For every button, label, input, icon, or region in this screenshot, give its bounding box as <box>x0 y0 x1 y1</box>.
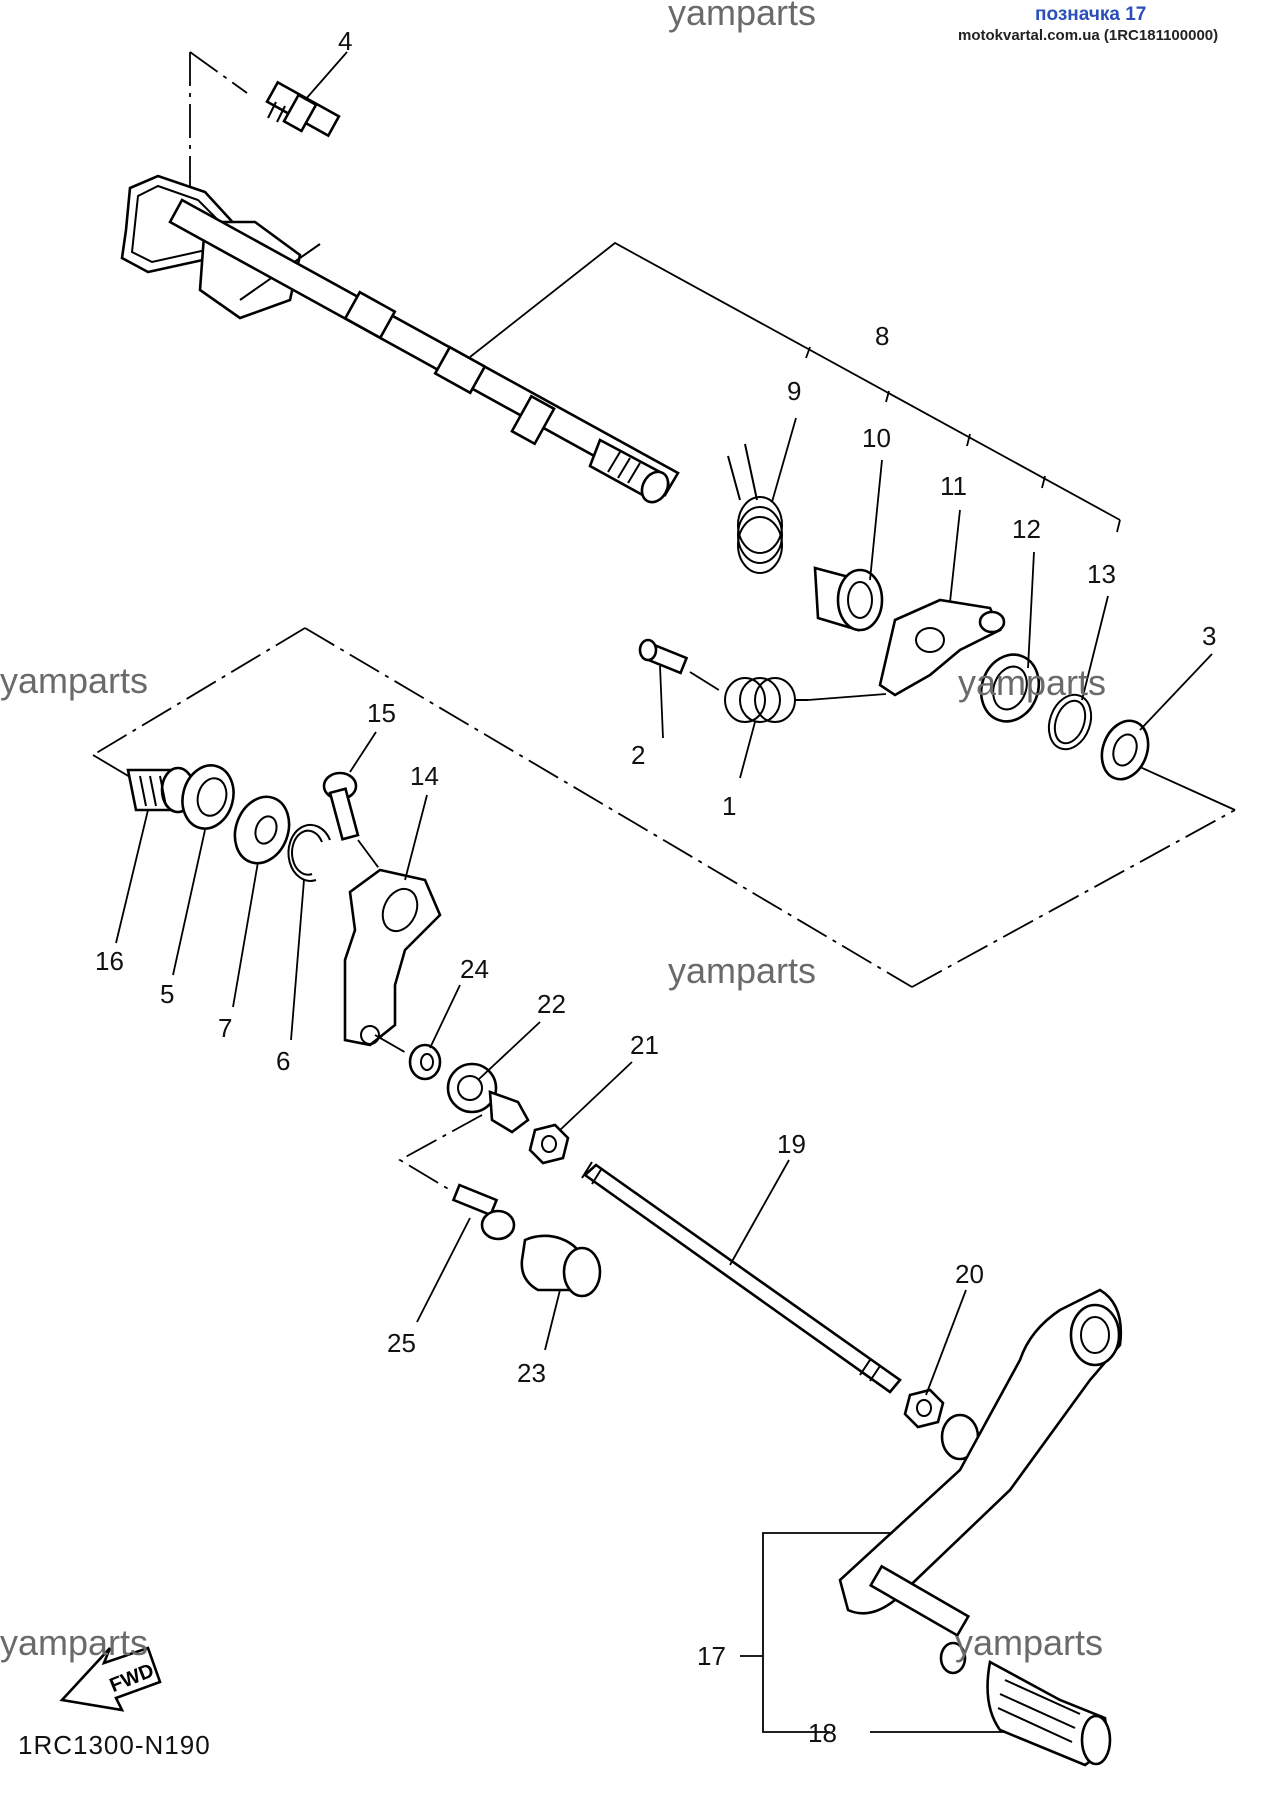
callout-6: 6 <box>276 1046 290 1076</box>
leader-lines <box>115 51 1213 1396</box>
part-11-lever <box>878 598 1006 697</box>
callout-10: 10 <box>862 423 891 453</box>
callout-4: 4 <box>338 26 352 56</box>
callout-16: 16 <box>95 946 124 976</box>
part-17-shift-pedal <box>838 1288 1123 1675</box>
callout-19: 19 <box>777 1129 806 1159</box>
callout-2: 2 <box>631 740 645 770</box>
watermark-yamparts: yamparts <box>668 0 817 33</box>
part-7-washer <box>233 795 291 865</box>
callout-13: 13 <box>1087 559 1116 589</box>
callout-3: 3 <box>1202 621 1216 651</box>
header-title: позначка 17 <box>1035 4 1147 25</box>
part-20-nut <box>903 1388 945 1429</box>
callout-14: 14 <box>410 761 439 791</box>
part-19-shift-rod <box>581 1161 902 1394</box>
watermark-yamparts: yamparts <box>0 1622 149 1663</box>
group-bracket-pedal <box>740 1532 1005 1733</box>
part-4-bolt <box>265 80 341 138</box>
part-3-washer <box>1100 719 1150 781</box>
part-25-bolt <box>398 1114 516 1241</box>
part-14-shift-arm <box>343 868 442 1059</box>
callout-5: 5 <box>160 979 174 1009</box>
part-24-washer <box>408 1043 442 1081</box>
part-22-joint <box>446 1062 530 1134</box>
watermark-yamparts: yamparts <box>0 660 149 701</box>
watermark-yamparts: yamparts <box>958 662 1107 703</box>
callout-11: 11 <box>940 471 967 501</box>
callout-21: 21 <box>630 1030 659 1060</box>
part-5-oil-seal <box>181 764 235 830</box>
diagram-code: 1RC1300-N190 <box>18 1730 211 1760</box>
part-1-spring <box>689 671 887 723</box>
part-6-circlip <box>287 823 331 882</box>
callout-20: 20 <box>955 1259 984 1289</box>
callout-25: 25 <box>387 1328 416 1358</box>
callout-23: 23 <box>517 1358 546 1388</box>
callout-12: 12 <box>1012 514 1041 544</box>
callout-8: 8 <box>875 321 889 351</box>
part-21-nut <box>528 1123 570 1165</box>
watermark-yamparts: yamparts <box>668 950 817 991</box>
part-23-boot <box>520 1234 602 1298</box>
part-13-circlip <box>1047 693 1093 751</box>
callout-1: 1 <box>722 791 736 821</box>
part-18-pedal-rubber <box>986 1660 1112 1767</box>
callout-17: 17 <box>697 1641 726 1671</box>
callout-7: 7 <box>218 1013 232 1043</box>
part-15-bolt <box>322 771 396 891</box>
callout-24: 24 <box>460 954 489 984</box>
part-16-bearing <box>126 766 196 814</box>
group-bracket-upper <box>469 241 1121 533</box>
watermark-yamparts: yamparts <box>955 1622 1104 1663</box>
callout-9: 9 <box>787 376 801 406</box>
callout-22: 22 <box>537 989 566 1019</box>
callout-15: 15 <box>367 698 396 728</box>
part-9-spring <box>727 443 783 574</box>
shift-shaft-assembly <box>120 51 680 504</box>
callout-numbers: 4 8 9 10 11 12 13 3 2 1 15 14 16 5 7 6 2… <box>95 26 1216 1748</box>
group-bracket-lower <box>92 627 1236 988</box>
part-2-pin <box>638 638 689 675</box>
header-site: motokvartal.com.ua (1RC181100000) <box>958 27 1219 44</box>
part-12-washer <box>979 653 1041 723</box>
part-10-collar <box>813 566 884 632</box>
callout-18: 18 <box>808 1718 837 1748</box>
